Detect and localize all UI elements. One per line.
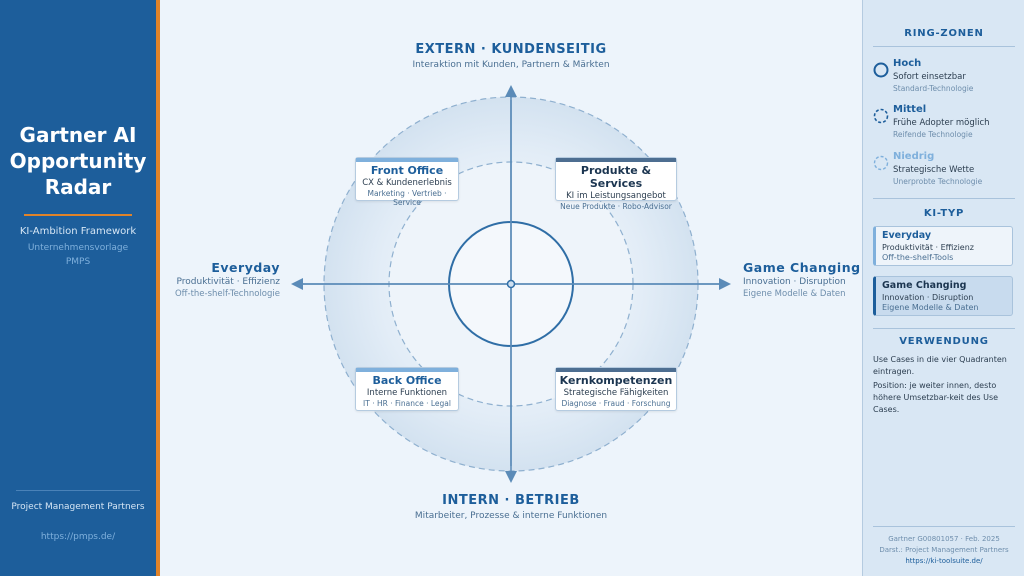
page-title: Gartner AI Opportunity Radar	[9, 123, 147, 199]
type-game-changing: Game Changing Innovation · Disruption Ei…	[873, 276, 1013, 316]
toolsuite-url[interactable]: https://ki-toolsuite.de/	[905, 557, 983, 565]
quadrant-front-office: Front Office CX & Kundenerlebnis Marketi…	[355, 157, 459, 207]
ring-light-dashed-icon	[873, 155, 889, 171]
usage-text-2: Position: je weiter innen, desto höhere …	[873, 381, 999, 414]
center-dot	[506, 279, 516, 289]
usage-heading: VERWENDUNG	[899, 336, 989, 347]
zone-medium: Mittel Frühe Adopter möglich Reifende Te…	[873, 104, 1021, 148]
ring-solid-icon	[873, 62, 889, 78]
zone-high: Hoch Sofort einsetzbar Standard-Technolo…	[873, 58, 1021, 102]
accent-stripe	[156, 0, 160, 576]
axis-top-label: EXTERN · KUNDENSEITIG Interaktion mit Ku…	[412, 42, 610, 70]
quadrant-core-competencies: Kernkompetenzen Strategische Fähigkeiten…	[555, 367, 677, 411]
quadrant-products-services: Produkte & Services KI im Leistungsangeb…	[555, 157, 677, 211]
zones-heading: RING-ZONEN	[904, 28, 984, 39]
quadrant-back-office: Back Office Interne Funktionen IT · HR ·…	[355, 367, 459, 411]
company-name: Project Management Partners	[11, 502, 145, 512]
usage-text-1: Use Cases in die vier Quadranten eintrag…	[873, 355, 1007, 376]
axis-bottom-label: INTERN · BETRIEB Mitarbeiter, Prozesse &…	[414, 493, 608, 521]
type-everyday: Everyday Produktivität · Effizienz Off-t…	[873, 226, 1013, 266]
zone-low: Niedrig Strategische Wette Unerprobte Te…	[873, 151, 1021, 195]
credit-note: Darst.: Project Management Partners	[879, 546, 1009, 554]
left-sidebar: Gartner AI Opportunity Radar KI-Ambition…	[0, 0, 156, 576]
axis-left-label: Everyday Produktivität · Effizienz Off-t…	[174, 260, 280, 299]
source-note: Gartner G00801057 · Feb. 2025	[888, 535, 1000, 543]
title-divider	[24, 214, 132, 216]
radar-area: EXTERN · KUNDENSEITIG Interaktion mit Ku…	[160, 0, 862, 576]
footer-divider	[16, 490, 140, 491]
axis-right-label: Game Changing Innovation · Disruption Ei…	[743, 260, 861, 299]
template-note: Unternehmensvorlage PMPS	[27, 243, 129, 267]
framework-subtitle: KI-Ambition Framework	[19, 226, 137, 237]
ring-dashed-icon	[873, 108, 889, 124]
type-heading: KI-TYP	[923, 208, 965, 219]
company-url[interactable]: https://pmps.de/	[40, 532, 116, 542]
legend-panel: RING-ZONEN Hoch Sofort einsetzbar Standa…	[862, 0, 1024, 576]
